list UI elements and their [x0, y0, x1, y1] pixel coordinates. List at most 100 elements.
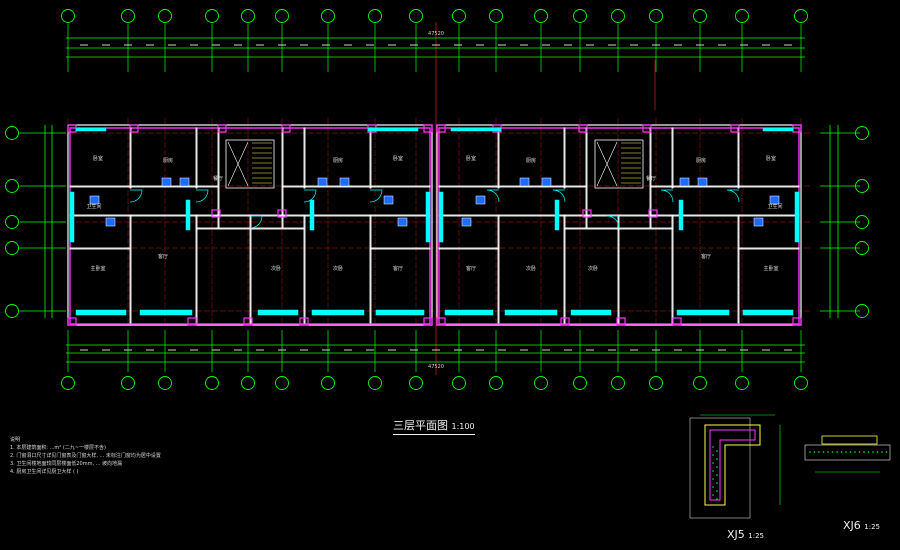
interior-wall-h-1: [650, 185, 740, 188]
fixture-3: [179, 177, 190, 187]
room-label-1: 厨房: [163, 157, 173, 164]
interior-wall-v-3: [281, 127, 284, 229]
axis-bubble-top-10: [489, 9, 503, 23]
xj6-hatch: [818, 451, 820, 453]
total-dimension-top: 47520: [428, 31, 444, 37]
interior-wall-h-3: [438, 185, 500, 188]
interior-wall-v-0: [737, 127, 740, 189]
fixture-7: [461, 217, 472, 227]
xj5-hatch: [712, 454, 714, 456]
axis-bubble-side-4: [5, 304, 19, 318]
room-label-9: 厨房: [526, 157, 536, 164]
column-12: [277, 209, 287, 218]
fixture-6: [475, 195, 486, 205]
interior-wall-v-9: [563, 214, 566, 324]
column-8: [243, 317, 253, 326]
note-line-4: 4. 厨房卫生间详见厨卫大样 ( ): [10, 469, 79, 475]
column-11: [648, 209, 658, 218]
fixture-4: [317, 177, 328, 187]
door-swing-0: [129, 189, 143, 203]
window-6: [367, 127, 419, 132]
detail-xj6-name: XJ6: [843, 519, 861, 532]
axis-bubble-top-12: [573, 9, 587, 23]
door-swing-1: [195, 189, 209, 203]
room-label-6: 次卧: [271, 265, 281, 272]
axis-bubble-bottom-13: [611, 376, 625, 390]
interior-wall-h-5: [438, 247, 500, 250]
interior-wall-h-0: [69, 185, 131, 188]
xj5-hatch: [716, 474, 718, 476]
axis-bubble-bottom-8: [409, 376, 423, 390]
column-8: [616, 317, 626, 326]
axis-bubble-bottom-2: [158, 376, 172, 390]
axis-bubble-bottom-9: [452, 376, 466, 390]
axis-bubble-side-2: [855, 215, 869, 229]
axis-bubble-side-3: [855, 241, 869, 255]
axis-bubble-top-15: [693, 9, 707, 23]
side-window-2: [185, 199, 191, 231]
axis-bubble-bottom-11: [534, 376, 548, 390]
stairwells: [225, 139, 644, 189]
axis-bubble-top-7: [368, 9, 382, 23]
axis-bubble-side-1: [855, 179, 869, 193]
interior-wall-v-10: [369, 214, 372, 324]
xj5-hatch: [712, 478, 714, 480]
interior-wall-v-5: [497, 127, 500, 189]
fixture-2: [161, 177, 172, 187]
xj5-hatch: [716, 466, 718, 468]
interior-wall-v-3: [585, 127, 588, 229]
room-label-3: 餐厅: [213, 175, 223, 182]
axis-bubble-side-3: [5, 241, 19, 255]
axis-bubble-bottom-4: [241, 376, 255, 390]
fixture-7: [397, 217, 408, 227]
interior-wall-h-3: [369, 185, 431, 188]
detail-xj6-scale: 1:25: [864, 523, 881, 531]
xj6-hatch: [827, 451, 829, 453]
window-5: [75, 127, 107, 132]
axis-bubble-top-1: [121, 9, 135, 23]
room-label-1: 厨房: [696, 157, 706, 164]
interior-wall-v-1: [195, 127, 198, 189]
axis-bubble-bottom-17: [794, 376, 808, 390]
xj6-hatch: [854, 451, 856, 453]
column-2: [217, 124, 227, 133]
interior-wall-h-0: [738, 185, 800, 188]
xj6-hatch: [822, 451, 825, 453]
column-1: [129, 124, 139, 133]
column-5: [436, 124, 446, 133]
axis-bubble-top-6: [321, 9, 335, 23]
window-1: [676, 309, 730, 316]
xj5-section: [704, 424, 761, 506]
axis-bubble-side-2: [5, 215, 19, 229]
column-10: [436, 317, 446, 326]
side-window-1: [438, 191, 444, 243]
xj5-hatch: [712, 446, 714, 448]
axis-bubble-side-4: [855, 304, 869, 318]
column-5: [423, 124, 433, 133]
xj6-hatch: [872, 451, 874, 453]
fixture-3: [679, 177, 690, 187]
room-label-0: 卧室: [93, 155, 103, 162]
room-label-2: 卫生间: [86, 203, 101, 210]
axis-bubble-top-2: [158, 9, 172, 23]
stair-outline: [594, 139, 644, 189]
column-6: [67, 317, 77, 326]
door-swing-3: [486, 189, 500, 203]
stair-diag: [596, 141, 618, 187]
walls: [67, 124, 802, 326]
window-5: [762, 127, 794, 132]
side-window-3: [554, 199, 560, 231]
axis-bubble-top-17: [794, 9, 808, 23]
axis-bubble-top-14: [649, 9, 663, 23]
axis-bubble-top-16: [735, 9, 749, 23]
interior-wall-h-1: [129, 185, 219, 188]
side-window-0: [69, 191, 75, 243]
interior-wall-v-1: [671, 127, 674, 189]
xj5-hatch: [712, 486, 714, 488]
column-6: [792, 317, 802, 326]
room-label-8: 卧室: [393, 155, 403, 162]
column-3: [578, 124, 588, 133]
fixture-6: [383, 195, 394, 205]
column-7: [187, 317, 197, 326]
